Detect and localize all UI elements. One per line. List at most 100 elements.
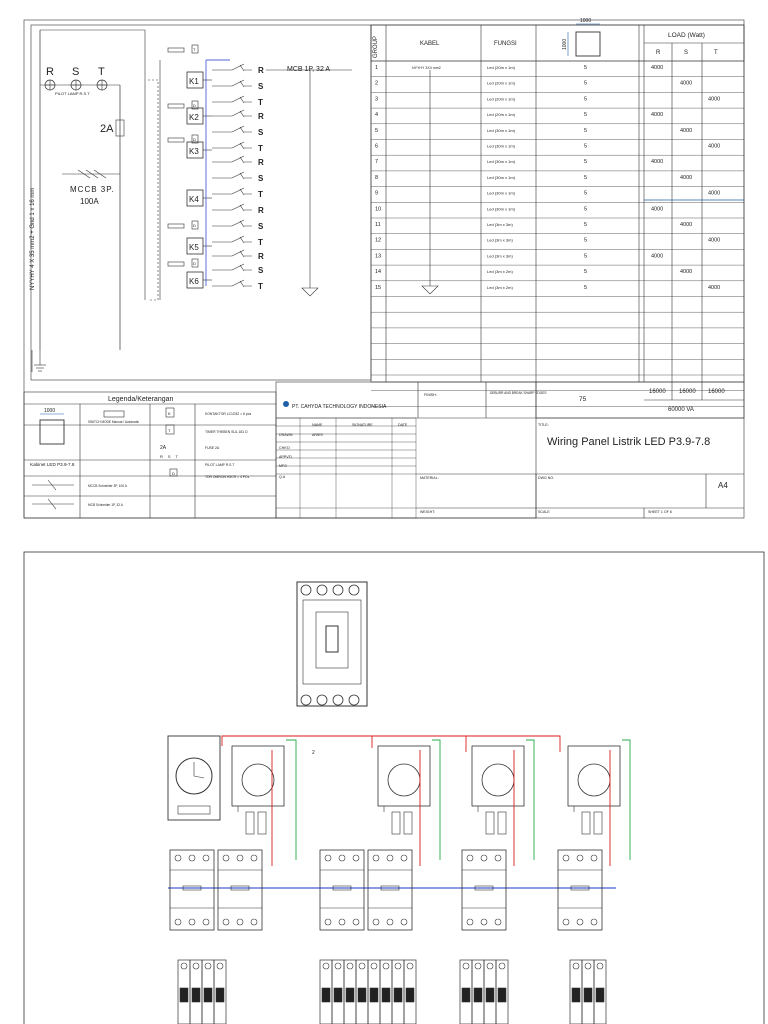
relay-1 [377, 745, 431, 807]
timer-symbol: D [193, 223, 196, 228]
terminal [348, 584, 360, 596]
terminal [596, 962, 604, 970]
legend-d-sym: D [172, 471, 175, 476]
legend-item-text: PILOT LAMP R.S.T [205, 463, 234, 467]
wire-red [221, 735, 467, 752]
mcb-toggle [571, 987, 581, 1003]
contactor-label-K6: K6 [189, 277, 199, 286]
col-t: T [714, 50, 718, 56]
terminal [204, 962, 212, 970]
switch-contact [231, 79, 252, 88]
terminal [382, 962, 390, 970]
contactor-window [230, 885, 250, 891]
terminal [590, 918, 598, 926]
row-qty: 5 [584, 222, 587, 228]
mcb-toggle [179, 987, 189, 1003]
legend-item-text: TDR OMRON H3CR = 4 PCs [205, 475, 249, 479]
terminal [370, 962, 378, 970]
relay-fuse [497, 811, 507, 835]
terminal [498, 962, 506, 970]
col-r: R [656, 50, 661, 56]
col-group: GROUP [373, 36, 379, 58]
timer-dial [175, 757, 213, 795]
row-fungsi: Led (3m x 2m) [487, 269, 513, 274]
cabinet-height: 1000 [562, 39, 568, 50]
row-fungsi: Led (3m x 3m) [487, 253, 513, 258]
terminal [174, 854, 182, 862]
terminal [300, 694, 312, 706]
wire-green [286, 739, 631, 860]
switch-phase-R: R [258, 206, 264, 215]
row-group: 6 [375, 144, 378, 150]
col-fungsi: FUNGSI [494, 41, 517, 47]
mcb-label: MCB 1P, 32 A [287, 66, 330, 73]
relay-fuse [245, 811, 255, 835]
legend-k-sym: K [168, 411, 171, 416]
switch-phase-S: S [258, 82, 264, 91]
ground-arrow [301, 287, 319, 297]
deburr-label: DEBURR AND BREAK SHARP EDGES [490, 391, 546, 395]
mcb-toggle [345, 987, 355, 1003]
row-group: 5 [375, 128, 378, 134]
terminal [480, 854, 488, 862]
terminal [188, 854, 196, 862]
legend-t-sym: T [168, 428, 171, 433]
switch-phase-R: R [258, 158, 264, 167]
mcb-toggle [595, 987, 605, 1003]
switch-phase-T: T [258, 144, 263, 153]
tb-signature: SIGNATURE [352, 423, 373, 427]
tb-dwg: DWG NO. [538, 476, 554, 480]
row-qty: 5 [584, 175, 587, 181]
terminal [180, 962, 188, 970]
switch-contact [231, 187, 252, 196]
timer-symbol: D [193, 103, 196, 108]
row-kabel: NYYHY 3X4 mm2 [412, 66, 441, 70]
legend-mccb: MCCB Schneider 3P, 100 A [88, 484, 128, 488]
legend-lamp-sym: RST [160, 454, 183, 459]
bus-marker: 2 [312, 750, 315, 756]
company-logo [283, 401, 289, 407]
terminal [576, 854, 584, 862]
mcb-module [495, 959, 509, 1024]
legend-cabinet [39, 419, 65, 445]
phase-label-R: R [46, 66, 54, 78]
row-qty: 5 [584, 206, 587, 212]
terminal [332, 584, 344, 596]
terminal [386, 854, 394, 862]
terminal [316, 584, 328, 596]
timer-coil-1 [167, 103, 185, 109]
switch-contact [231, 155, 252, 164]
legend-dim: 1000 [44, 408, 55, 414]
pilot-lamp-label: PILOT LAMP R.S.T [55, 91, 90, 96]
relay-knob [481, 763, 515, 797]
terminal [346, 962, 354, 970]
mcb-toggle [369, 987, 379, 1003]
contactor-label-K1: K1 [189, 77, 199, 86]
row-fungsi: Led (3m x 3m) [487, 238, 513, 243]
row-load-r: 4000 [651, 206, 663, 212]
mcb-module [213, 959, 227, 1024]
layout-frame [23, 551, 765, 1024]
tb-size: A4 [718, 481, 728, 490]
timer-box-0 [191, 44, 199, 54]
relay-fuse [593, 811, 603, 835]
terminal [474, 962, 482, 970]
tb-mfg: MFG [279, 464, 287, 468]
row-qty: 5 [584, 238, 587, 244]
mcb-toggle [405, 987, 415, 1003]
terminal [222, 918, 230, 926]
row-qty: 5 [584, 144, 587, 150]
row-fungsi: Led (20m x 1m) [487, 112, 516, 117]
switch-phase-S: S [258, 266, 264, 275]
terminal [300, 584, 312, 596]
timer-coil-2 [167, 137, 185, 143]
terminal [202, 854, 210, 862]
terminal [494, 918, 502, 926]
contactor-module-0 [169, 849, 215, 931]
relay-fuse [485, 811, 495, 835]
tb-drawn-by: ARIES [312, 433, 323, 437]
row-qty: 5 [584, 253, 587, 259]
row-fungsi: Led (3m x 2m) [487, 285, 513, 290]
tb-qa: Q.A [279, 475, 286, 479]
col-kabel: KABEL [420, 41, 440, 47]
